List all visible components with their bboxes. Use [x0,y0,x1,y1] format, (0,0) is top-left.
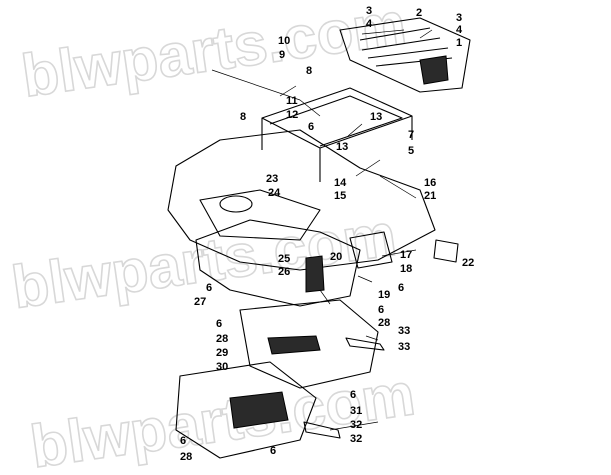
right-footwell-part [239,299,385,389]
callout-24: 24 [268,187,281,199]
callout-6: 6 [270,445,276,457]
callout-13: 13 [336,141,348,153]
callout-32: 33 [398,325,410,337]
callout-3: 3 [366,5,372,17]
callout-33: 32 [350,433,362,445]
callout-26: 26 [278,266,290,278]
rack-frame-part [261,87,413,182]
callout-20: 20 [330,251,342,263]
callout-6: 6 [308,121,314,133]
left-footwell-part [175,361,341,459]
callout-7: 7 [408,129,414,141]
callout-28: 28 [180,451,192,463]
callout-5: 5 [408,145,414,157]
callout-6: 6 [350,389,356,401]
callout-1: 1 [456,37,462,49]
callout-27: 27 [194,296,206,308]
callout-4: 4 [366,18,373,30]
center-body-part [195,219,361,307]
callout-10: 10 [278,35,290,47]
callout-23: 23 [266,173,278,185]
callout-33: 33 [398,341,410,353]
callout-18: 18 [400,263,412,275]
watermark: blwparts.com blwparts.com blwparts.com [7,0,420,475]
callout-25: 25 [278,253,290,265]
callout-31: 31 [350,405,362,417]
callout-16: 16 [424,177,436,189]
callout-8: 8 [240,111,246,123]
callout-6: 6 [398,282,404,294]
watermark-text-top: blwparts.com [18,0,410,110]
callout-21: 21 [424,190,436,202]
leader-lines [211,29,433,431]
callout-11: 11 [286,95,298,107]
callout-30: 30 [216,361,228,373]
callout-2: 2 [416,7,422,19]
callout-8: 8 [306,65,312,77]
callout-14: 14 [334,177,347,189]
rear-fender-part [167,129,436,271]
callout-6: 6 [216,318,222,330]
right-side-panel-part [349,231,459,269]
callout-28: 28 [378,317,390,329]
callout-28: 28 [216,333,228,345]
callout-17: 17 [400,249,412,261]
callout-6: 6 [180,435,186,447]
callout-32: 32 [350,419,362,431]
callout-9: 9 [279,49,285,61]
callout-6: 6 [378,304,384,316]
callout-19: 19 [378,289,390,301]
callout-4: 4 [456,24,463,36]
callout-22: 22 [462,257,474,269]
callout-3: 3 [456,12,462,24]
callout-15: 15 [334,190,346,202]
callout-13: 13 [370,111,382,123]
rear-rack-part [339,17,471,93]
callout-labels: 3 4 2 3 4 1 10 9 8 11 12 8 13 7 13 5 6 2… [180,5,474,463]
callout-6: 6 [206,282,212,294]
callout-29: 29 [216,347,228,359]
callout-12: 12 [286,109,298,121]
